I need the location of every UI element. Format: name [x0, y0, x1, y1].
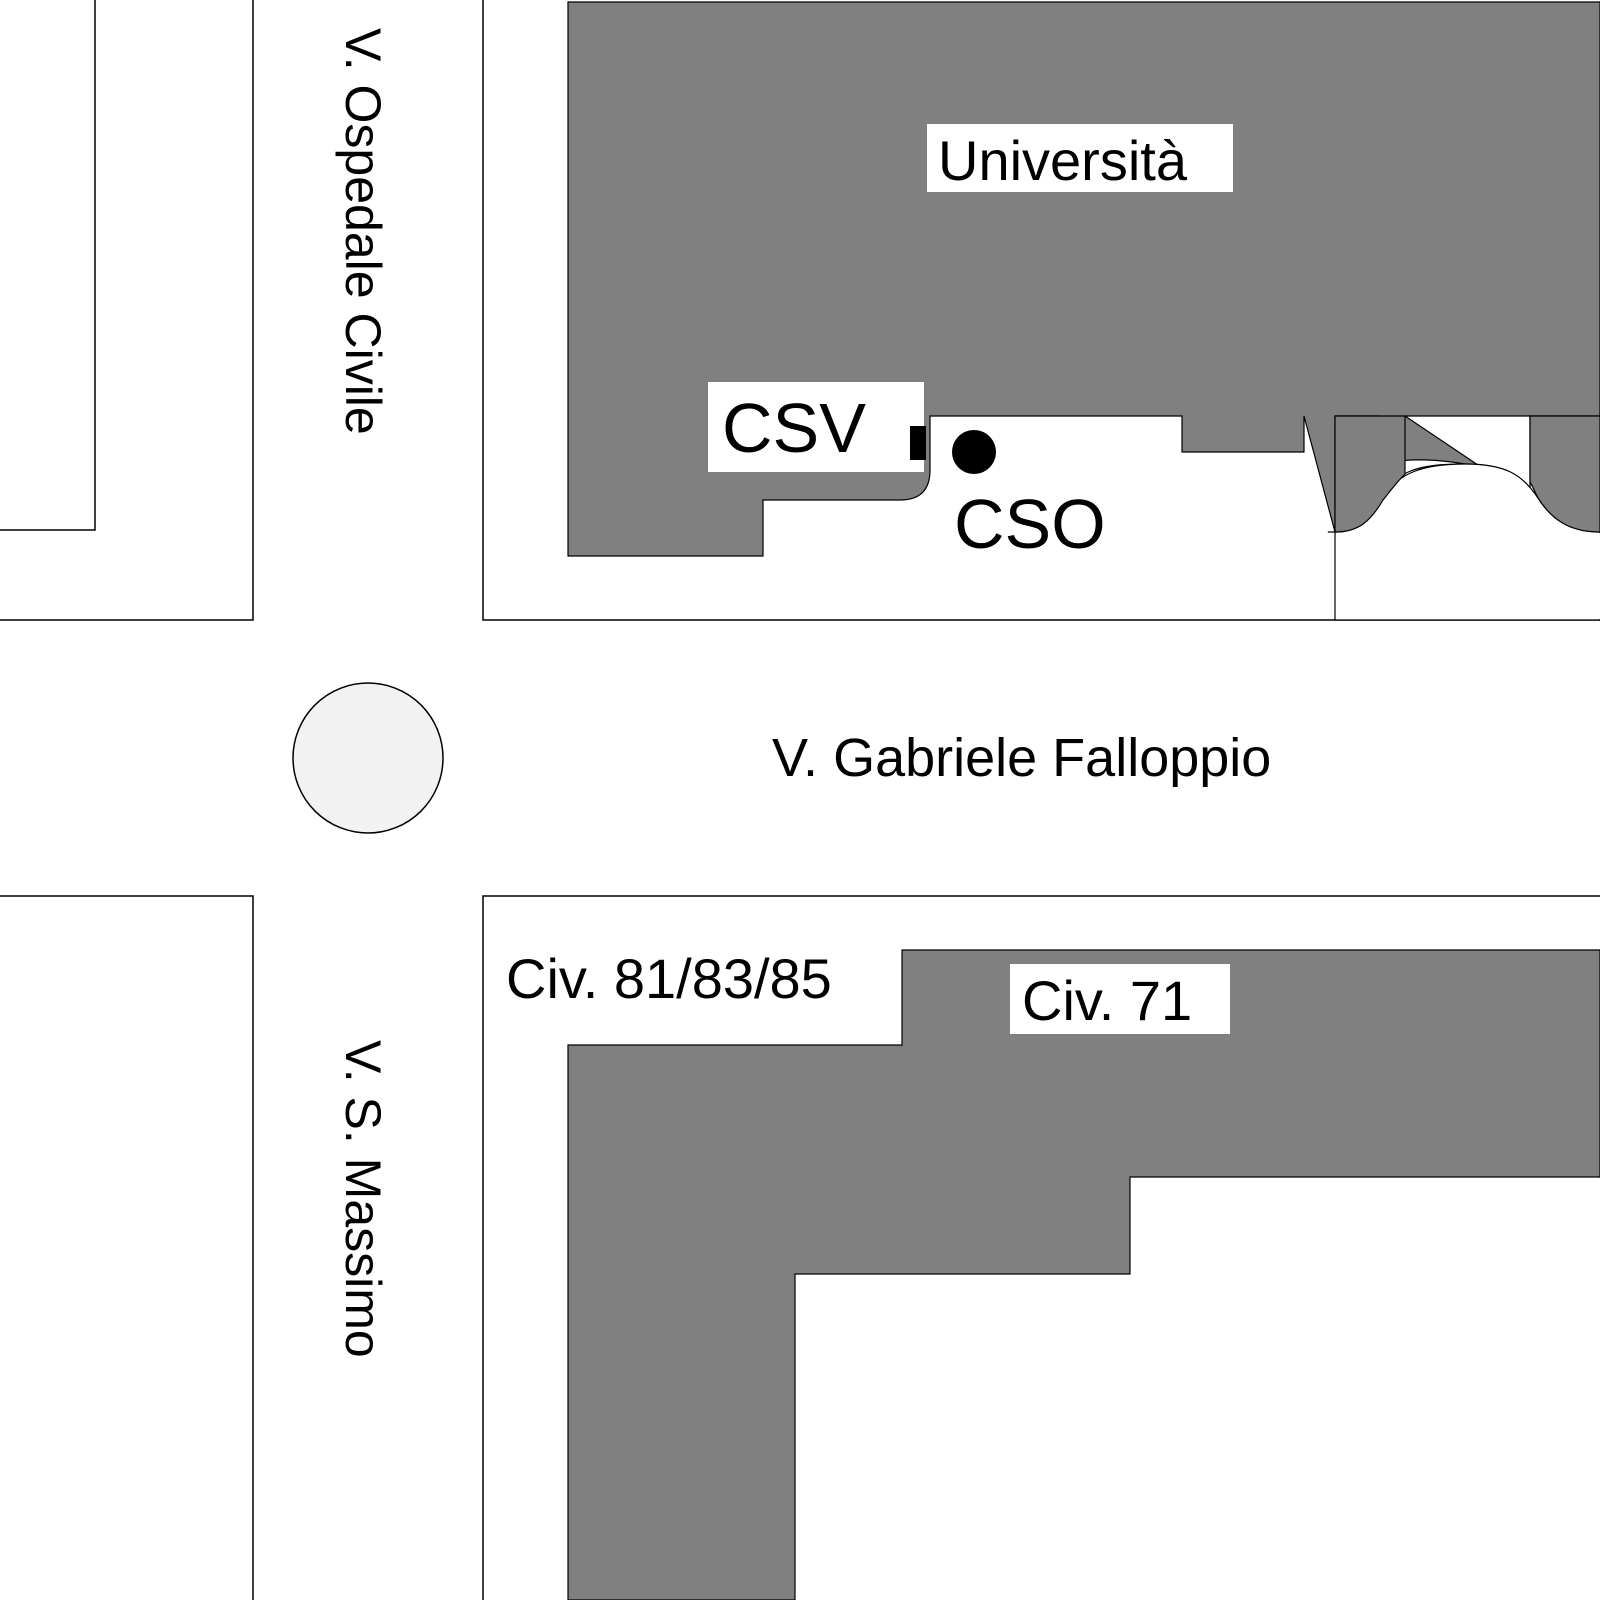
- civ-81-83-85-label: Civ. 81/83/85: [506, 947, 832, 1010]
- ospedale-civile-left-edge: [0, 0, 254, 621]
- civ-71-label-box: [1010, 964, 1230, 1034]
- dot-marker: [952, 430, 996, 474]
- left-top-block-edge: [0, 0, 96, 531]
- csv-label-box: [708, 382, 924, 472]
- civici-building: [567, 949, 1600, 1600]
- square-marker: [910, 426, 926, 460]
- csv-label: CSV: [722, 389, 866, 467]
- cso-label: CSO: [954, 485, 1106, 563]
- civ-81-83-85-label-box: [500, 948, 880, 1020]
- arch-right-pillar: [1529, 415, 1600, 533]
- street-label-ospedale-civile: V. Ospedale Civile: [335, 28, 391, 435]
- arch-left-pillar: [1334, 415, 1406, 533]
- street-label-san-massimo: V. S. Massimo: [335, 1040, 391, 1358]
- roundabout-circle: [292, 682, 444, 834]
- civ-71-label: Civ. 71: [1022, 969, 1192, 1032]
- san-massimo-right-edge: [482, 895, 1600, 1600]
- street-label-falloppio: V. Gabriele Falloppio: [772, 728, 1271, 788]
- universita-arch-fill: [1336, 533, 1600, 619]
- universita-label: Università: [938, 129, 1188, 192]
- universita-label-box: [927, 124, 1233, 192]
- ospedale-civile-right-edge: [482, 0, 1600, 621]
- san-massimo-left-edge: [0, 895, 254, 1600]
